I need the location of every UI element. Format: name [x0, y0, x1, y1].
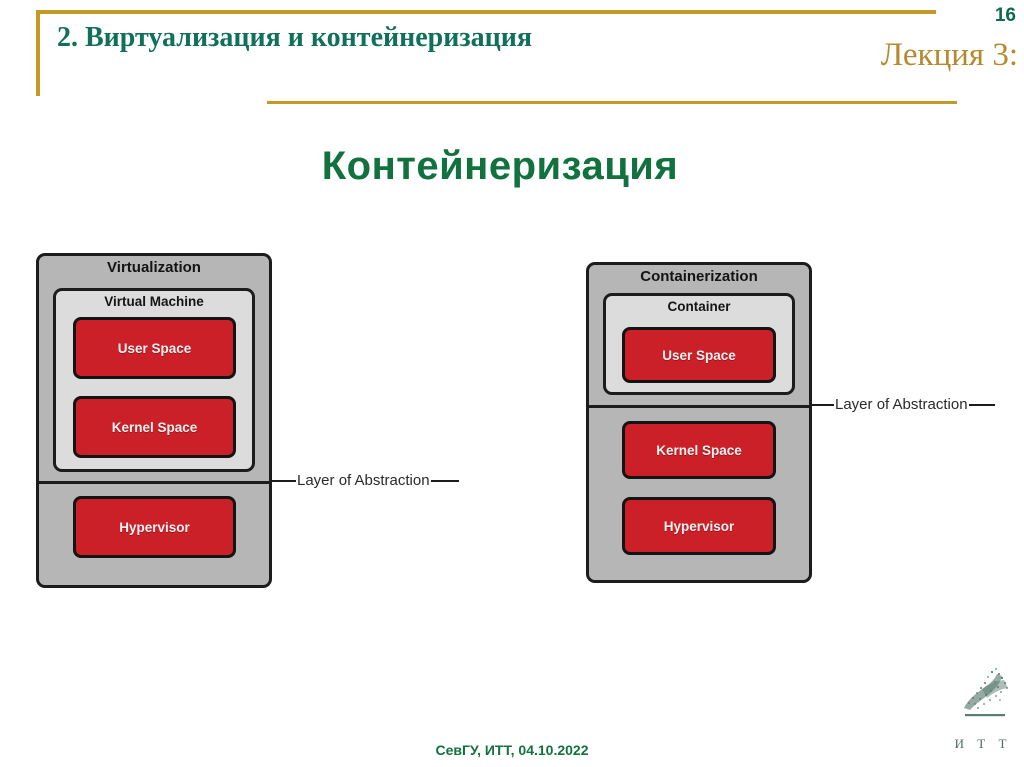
containerization-callout-label: Layer of Abstraction	[835, 396, 968, 413]
virtualization-kernel-space-box: Kernel Space	[73, 396, 236, 458]
header-rule-bottom	[267, 101, 957, 104]
lecture-label: Лекция 3:	[880, 37, 1018, 73]
callout-dash-left	[272, 479, 296, 482]
containerization-outer-title: Containerization	[640, 268, 758, 285]
virtualization-abstraction-callout: Layer of Abstraction	[272, 472, 459, 489]
callout-dash-right	[968, 403, 995, 406]
containerization-hypervisor-box: Hypervisor	[622, 497, 776, 555]
page-number: 16	[994, 5, 1016, 26]
itt-logo-caption: И Т Т	[954, 736, 1012, 751]
header-rule-left	[36, 10, 40, 96]
page-title: Контейнеризация	[321, 144, 679, 188]
virtualization-callout-label: Layer of Abstraction	[297, 472, 430, 489]
header-rule-top	[36, 10, 936, 14]
virtualization-user-space-box: User Space	[73, 317, 236, 379]
virtualization-outer-title: Virtualization	[107, 259, 201, 276]
virtual-machine-title: Virtual Machine	[104, 294, 204, 309]
containerization-abstraction-callout: Layer of Abstraction	[812, 396, 995, 413]
itt-logo-icon	[964, 668, 1008, 717]
callout-dash-right	[430, 479, 459, 482]
callout-dash-left	[812, 403, 834, 406]
containerization-kernel-space-box: Kernel Space	[622, 421, 776, 479]
slide-title: 2. Виртуализация и контейнеризация	[57, 22, 533, 53]
containerization-abstraction-divider	[586, 405, 812, 408]
footer-text: СевГУ, ИТТ, 04.10.2022	[435, 742, 589, 758]
container-title: Container	[667, 299, 731, 314]
virtualization-abstraction-divider	[36, 481, 272, 484]
containerization-user-space-box: User Space	[622, 327, 776, 383]
virtualization-hypervisor-box: Hypervisor	[73, 496, 236, 558]
